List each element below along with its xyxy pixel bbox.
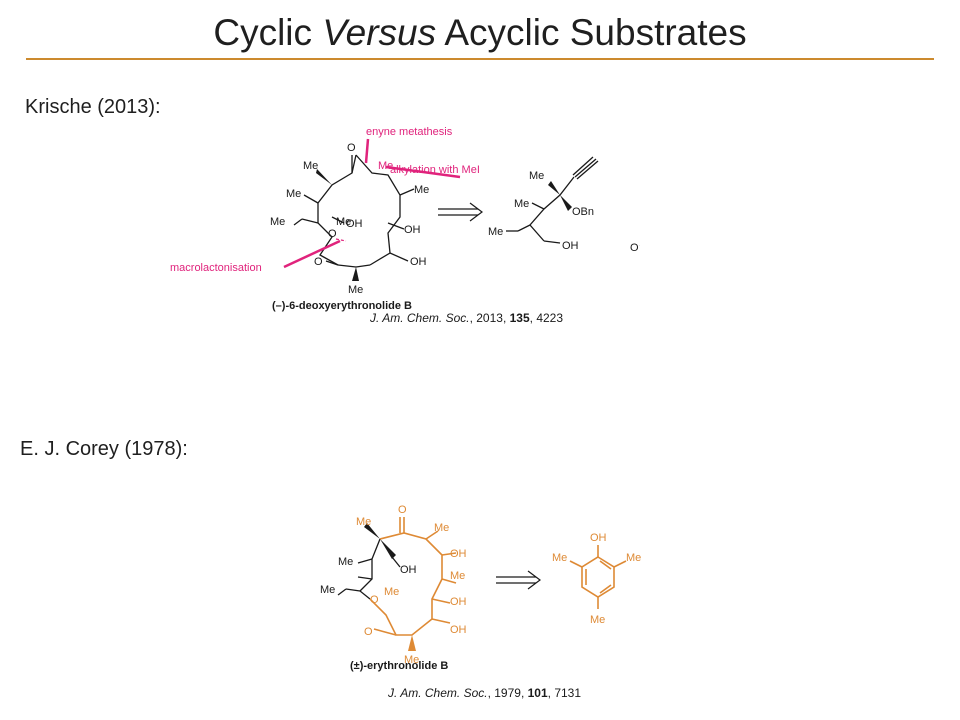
frag2-o: O: [630, 242, 639, 254]
krische-heading: Krische (2013):: [25, 96, 161, 118]
erythronolide-black-wedges: [364, 523, 396, 559]
corey-me-4: Me: [450, 570, 465, 582]
label-macrolactonisation: macrolactonisation: [170, 262, 262, 274]
atom-me-4: Me: [414, 184, 429, 196]
atom-me-7: Me: [348, 284, 363, 296]
corey-ref-volume: 101: [528, 686, 548, 700]
svg-text:J. Am. Chem. Soc., 1979, 101,: J. Am. Chem. Soc., 1979, 101, 7131: [388, 686, 581, 700]
atom-oh-2: OH: [404, 224, 421, 236]
phenol-me-bottom: Me: [590, 614, 605, 626]
title-divider: [26, 58, 934, 60]
retrosynthesis-arrow-corey: [496, 570, 541, 590]
phenol-me-left: Me: [552, 552, 567, 564]
krische-ref-year: , 2013,: [470, 311, 510, 325]
corey-me-6: Me: [384, 586, 399, 598]
krische-ref-journal: J. Am. Chem. Soc.: [370, 311, 470, 325]
corey-scheme: O Me Me Me OH OH Me Me Me O OH O OH Me (…: [320, 504, 641, 672]
corey-me-2: Me: [434, 522, 449, 534]
title-part-1: Cyclic: [213, 12, 323, 53]
erythronolide-black-bonds: [337, 538, 401, 600]
deoxyerythronolide-structure: [293, 154, 415, 281]
corey-ref-year: , 1979,: [488, 686, 528, 700]
trimethylphenol: [569, 545, 627, 609]
alkyne-fragment: [506, 156, 599, 244]
atom-me-5: Me: [270, 216, 285, 228]
corey-o-ring: O: [370, 594, 379, 606]
corey-me-7: Me: [404, 654, 419, 666]
phenol-oh: OH: [590, 532, 607, 544]
title-part-2: Acyclic Substrates: [436, 12, 747, 53]
corey-oh-3: OH: [450, 596, 467, 608]
frag1-obn: OBn: [572, 206, 594, 218]
corey-ref-journal: J. Am. Chem. Soc.: [388, 686, 488, 700]
corey-me-5: Me: [320, 584, 335, 596]
atom-me-1: Me: [303, 160, 318, 172]
frag1-me-2: Me: [514, 198, 529, 210]
atom-o-carbonyl: O: [347, 142, 356, 154]
svg-text:J. Am. Chem. Soc., 2013, 135,: J. Am. Chem. Soc., 2013, 135, 4223: [370, 311, 563, 325]
corey-reference: J. Am. Chem. Soc., 1979, 101, 7131: [388, 686, 581, 700]
atom-oh-1: OH: [346, 218, 363, 230]
atom-me-6: Me: [336, 216, 351, 228]
krische-ref-volume: 135: [510, 311, 530, 325]
atom-oh-3: OH: [410, 256, 427, 268]
compound-name-corey: (±)-erythronolide B: [350, 660, 448, 672]
erythronolide-orange-bonds: [369, 517, 457, 651]
retrosynthesis-arrow: [438, 202, 483, 222]
krische-ref-pages: , 4223: [530, 311, 564, 325]
corey-oh-1: OH: [400, 564, 417, 576]
frag1-me-1: Me: [529, 170, 544, 182]
compound-name-krische: (–)-6-deoxyerythronolide B: [272, 300, 412, 312]
title-italic: Versus: [322, 12, 437, 53]
corey-heading: E. J. Corey (1978):: [20, 438, 188, 460]
krische-scheme: enyne metathesis alkylation with MeI mac…: [170, 126, 640, 312]
slide-title: Cyclic Versus Acyclic Substrates: [0, 12, 960, 54]
corey-ref-pages: , 7131: [548, 686, 582, 700]
frag1-oh: OH: [562, 240, 579, 252]
disconnection-marks: [283, 138, 461, 269]
krische-reference: J. Am. Chem. Soc., 2013, 135, 4223: [370, 311, 563, 325]
corey-oh-4: OH: [450, 624, 467, 636]
corey-o-lactone: O: [364, 626, 373, 638]
frag1-me-3: Me: [488, 226, 503, 238]
atom-o-ring: O: [328, 228, 337, 240]
atom-me-2: Me: [378, 160, 393, 172]
atom-o-lactone: O: [314, 256, 323, 268]
corey-o-top: O: [398, 504, 407, 516]
phenol-me-right: Me: [626, 552, 641, 564]
atom-me-3: Me: [286, 188, 301, 200]
corey-me-1: Me: [356, 516, 371, 528]
label-enyne-metathesis: enyne metathesis: [366, 126, 453, 138]
corey-oh-2: OH: [450, 548, 467, 560]
corey-me-3: Me: [338, 556, 353, 568]
label-alkylation: alkylation with MeI: [390, 164, 480, 176]
